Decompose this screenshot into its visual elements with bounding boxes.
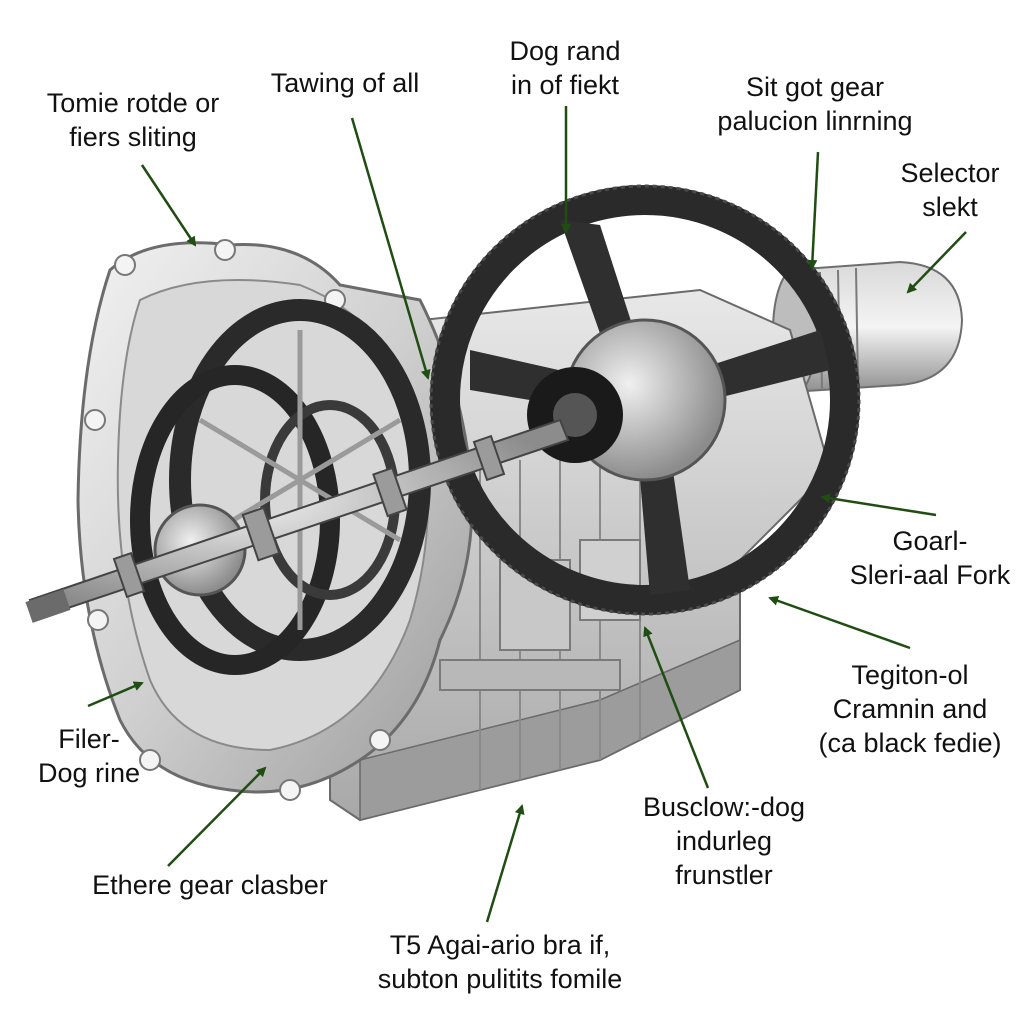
label-selector: Selector slekt	[880, 156, 1020, 224]
arrow-2	[350, 117, 431, 380]
label-dog-rand: Dog rand in of fiekt	[480, 34, 650, 102]
main-shaft	[25, 418, 570, 623]
bolt-bosses	[84, 239, 391, 801]
arrow-10	[167, 766, 267, 867]
arrow-11	[485, 804, 525, 923]
label-tomie-rotde-line2: fiers sliting	[69, 122, 197, 152]
arrow-1	[140, 164, 197, 247]
label-tegiton-line2: Cramnin and	[832, 694, 988, 724]
label-selector-line1: Selector	[900, 158, 1000, 188]
label-t5-agai-line2: subton pulitits fomile	[377, 964, 623, 994]
label-t5-agai-line1: T5 Agai-ario bra if,	[389, 930, 611, 960]
arrow-9	[643, 626, 710, 789]
label-tegiton: Tegiton-ol Cramnin and (ca black fedie)	[800, 658, 1020, 760]
label-sit-got-gear: Sit got gear palucion linrning	[690, 70, 940, 138]
label-sit-got-gear-line2: palucion linrning	[717, 106, 913, 136]
label-dog-rand-line1: Dog rand	[509, 36, 621, 66]
arrow-7	[768, 595, 911, 650]
arrow-8	[87, 681, 144, 708]
label-tawing-of-all: Tawing of all	[250, 66, 440, 100]
label-busclow-line2: indurleg	[675, 826, 773, 856]
label-tawing-of-all-line1: Tawing of all	[270, 68, 420, 98]
label-ethere-gear-line1: Ethere gear clasber	[92, 870, 328, 900]
label-selector-line2: slekt	[922, 192, 978, 222]
label-tomie-rotde: Tomie rotde or fiers sliting	[18, 86, 248, 154]
label-ethere-gear: Ethere gear clasber	[60, 868, 360, 902]
label-tegiton-line1: Tegiton-ol	[851, 660, 969, 690]
label-goarl-fork-line1: Goarl-	[892, 526, 968, 556]
label-t5-agai: T5 Agai-ario bra if, subton pulitits fom…	[330, 928, 670, 996]
label-tegiton-line3: (ca black fedie)	[818, 728, 1002, 758]
arrow-5	[906, 231, 967, 294]
label-sit-got-gear-line1: Sit got gear	[745, 72, 885, 102]
label-tomie-rotde-line1: Tomie rotde or	[46, 88, 220, 118]
shaft-collars	[112, 434, 506, 599]
label-dog-rand-line2: in of fiekt	[510, 70, 620, 100]
label-filer-dog-line2: Dog rine	[37, 758, 141, 788]
label-busclow-line1: Busclow:-dog	[642, 792, 806, 822]
large-flywheel	[429, 184, 861, 616]
label-filer-dog-line1: Filer-	[58, 724, 120, 754]
label-busclow-line3: frunstler	[675, 860, 773, 890]
arrow-6	[820, 493, 937, 517]
label-filer-dog: Filer- Dog rine	[14, 722, 164, 790]
label-busclow: Busclow:-dog indurleg frunstler	[614, 790, 834, 892]
label-goarl-fork: Goarl- Sleri-aal Fork	[836, 524, 1024, 592]
arrow-4	[807, 151, 820, 270]
leader-arrows	[87, 106, 967, 923]
label-goarl-fork-line2: Sleri-aal Fork	[849, 560, 1011, 590]
